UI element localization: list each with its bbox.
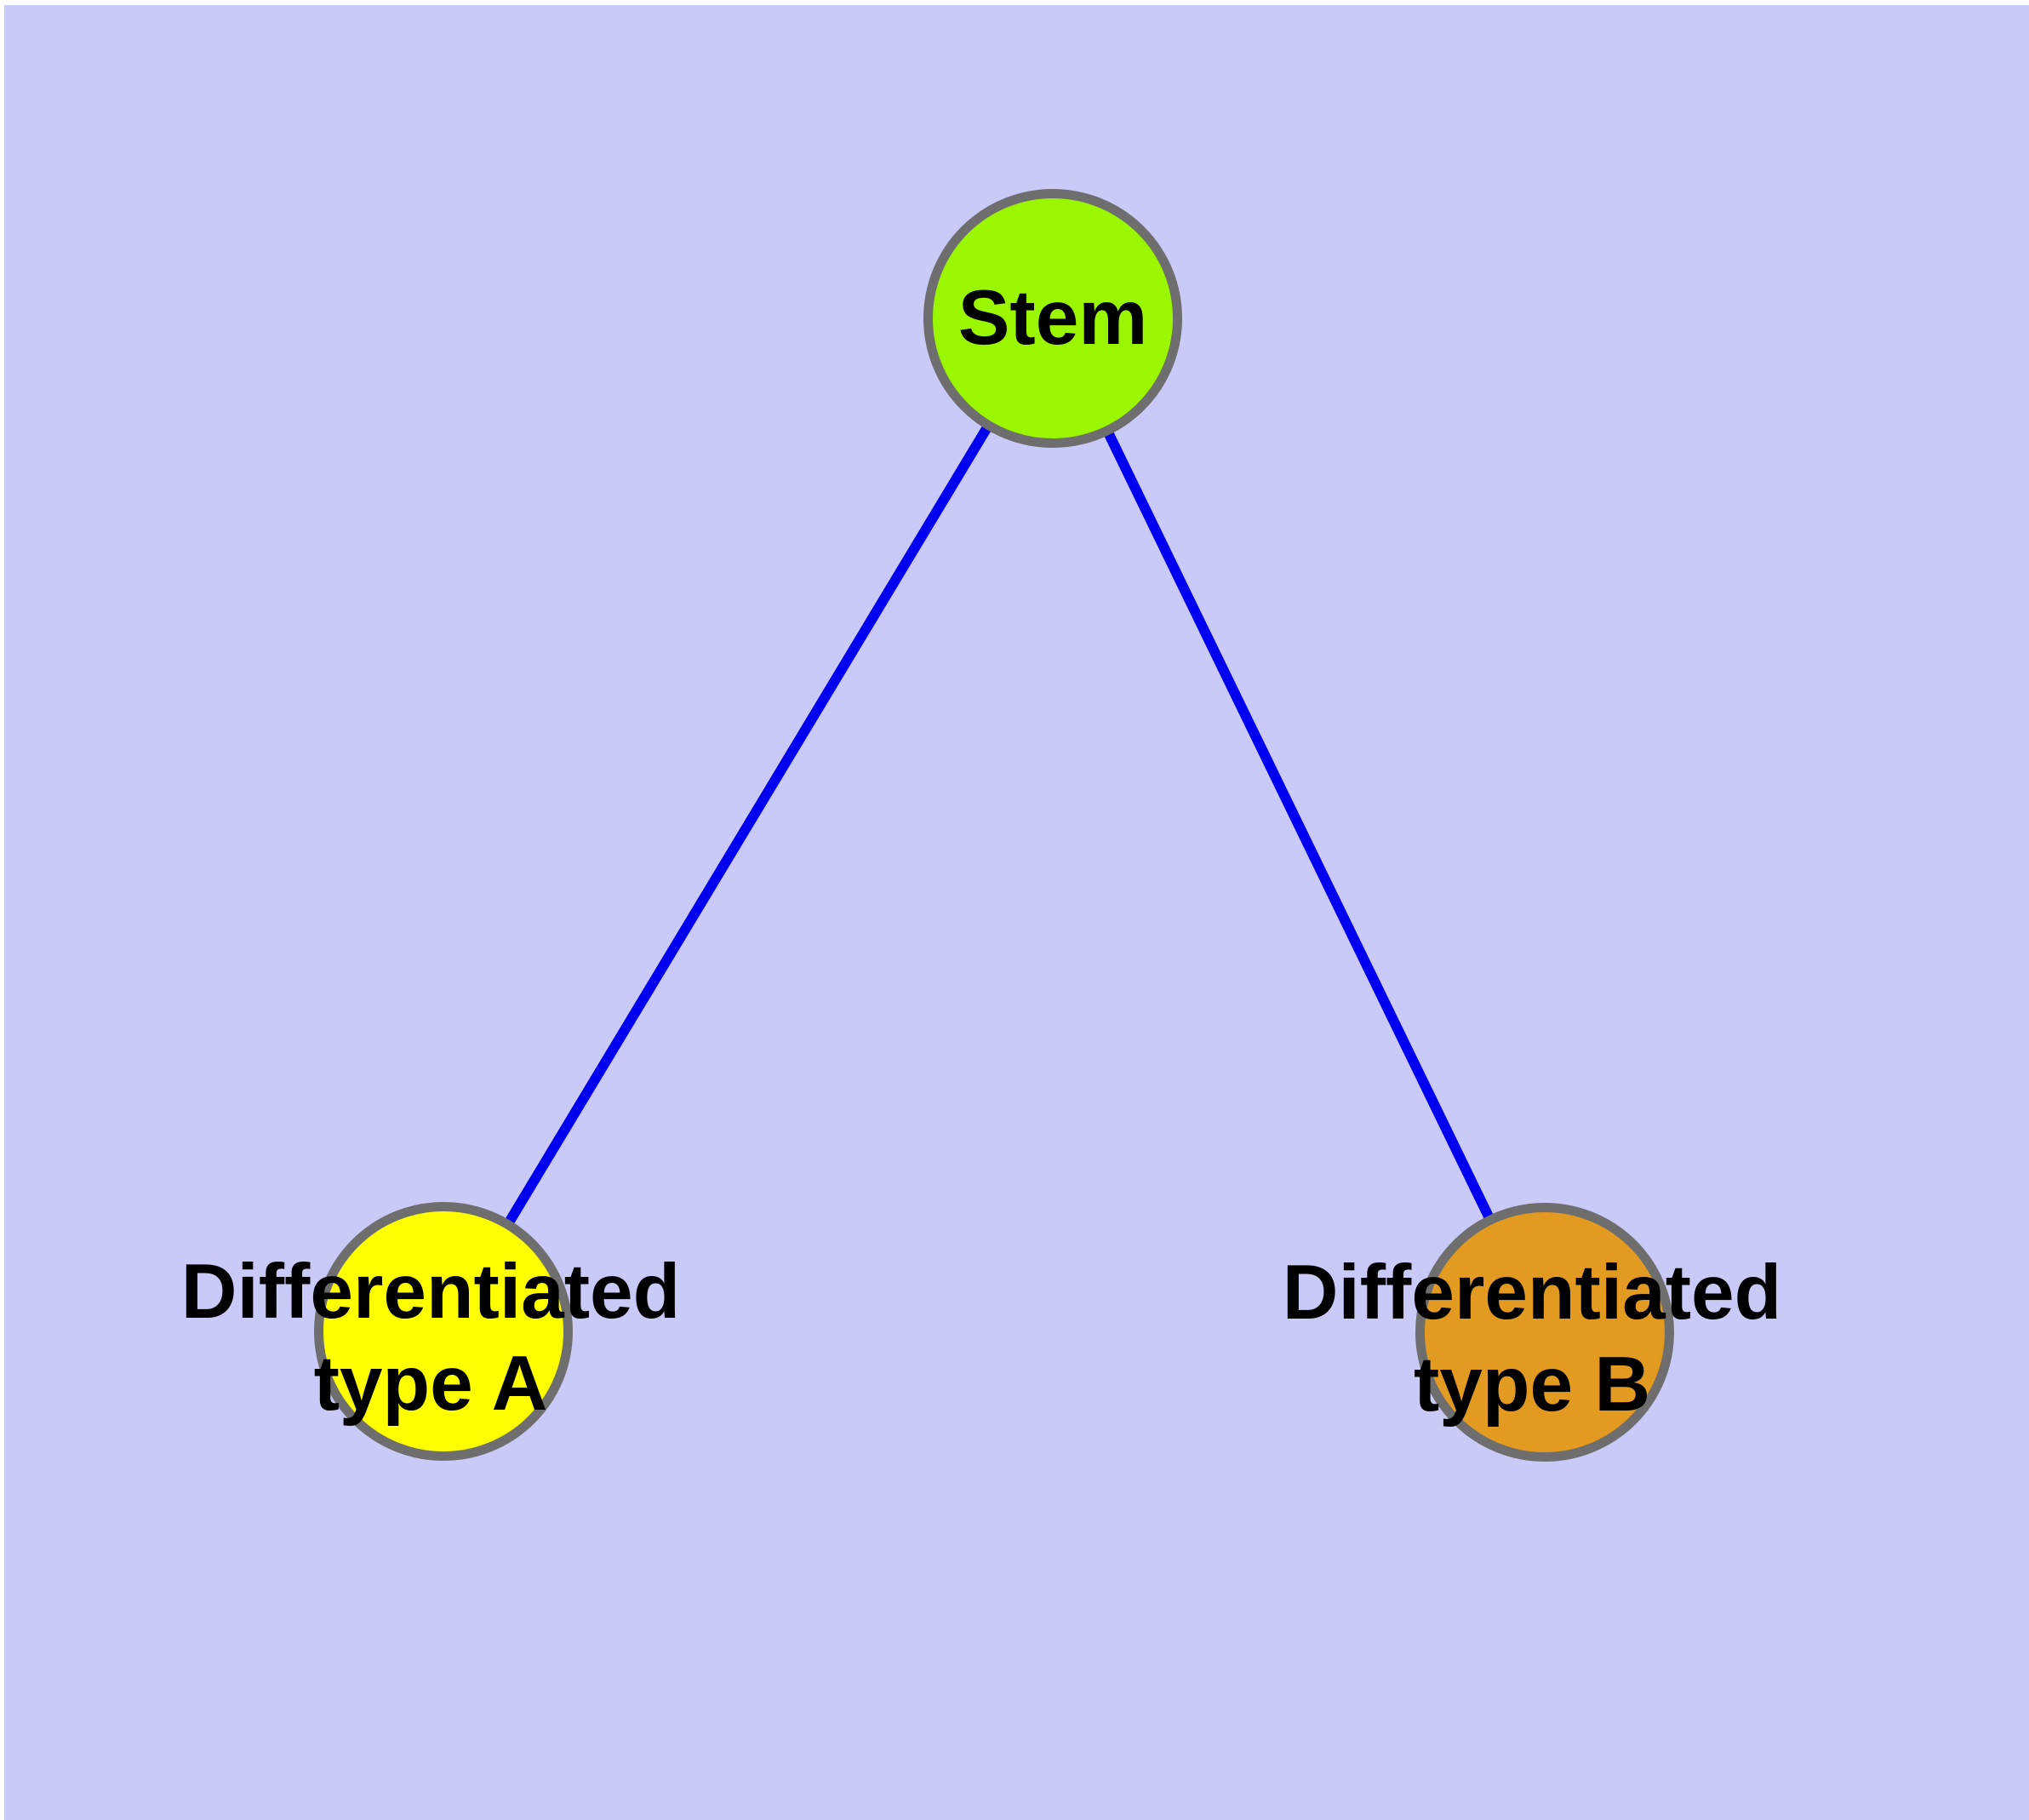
node-differentiated-type-b[interactable] — [1415, 1203, 1674, 1462]
edge-stem-to-type-b — [1048, 316, 1550, 1335]
node-stem[interactable] — [923, 189, 1182, 448]
node-differentiated-type-a[interactable] — [314, 1202, 573, 1461]
edge-stem-to-type-a — [438, 315, 1058, 1335]
